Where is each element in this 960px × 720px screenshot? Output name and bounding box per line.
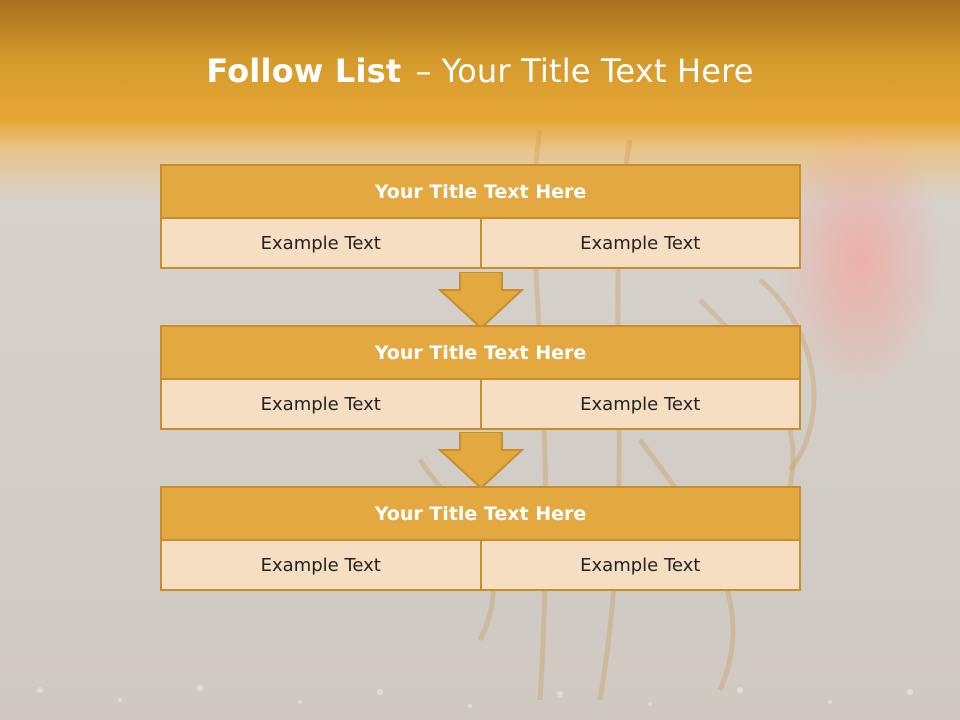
block-cell-right: Example Text — [479, 541, 799, 589]
block-row: Example Text Example Text — [160, 541, 801, 591]
block-cell-left: Example Text — [162, 541, 480, 589]
block-cell-right: Example Text — [479, 219, 799, 267]
block-header: Your Title Text Here — [160, 486, 801, 541]
down-arrow-icon — [438, 272, 524, 330]
block-cell-right: Example Text — [479, 380, 799, 428]
block-header: Your Title Text Here — [160, 164, 801, 219]
title-bold: Follow List — [206, 52, 402, 90]
flow-block-3: Your Title Text Here Example Text Exampl… — [160, 486, 801, 591]
flow-block-2: Your Title Text Here Example Text Exampl… — [160, 325, 801, 430]
title-rest: Your Title Text Here — [441, 52, 754, 90]
flow-block-1: Your Title Text Here Example Text Exampl… — [160, 164, 801, 269]
down-arrow-icon — [438, 432, 524, 490]
block-cell-left: Example Text — [162, 380, 480, 428]
block-row: Example Text Example Text — [160, 380, 801, 430]
block-row: Example Text Example Text — [160, 219, 801, 269]
title-dash: – — [415, 52, 432, 90]
block-cell-left: Example Text — [162, 219, 480, 267]
slide-title: Follow List–Your Title Text Here — [0, 52, 960, 90]
block-header: Your Title Text Here — [160, 325, 801, 380]
